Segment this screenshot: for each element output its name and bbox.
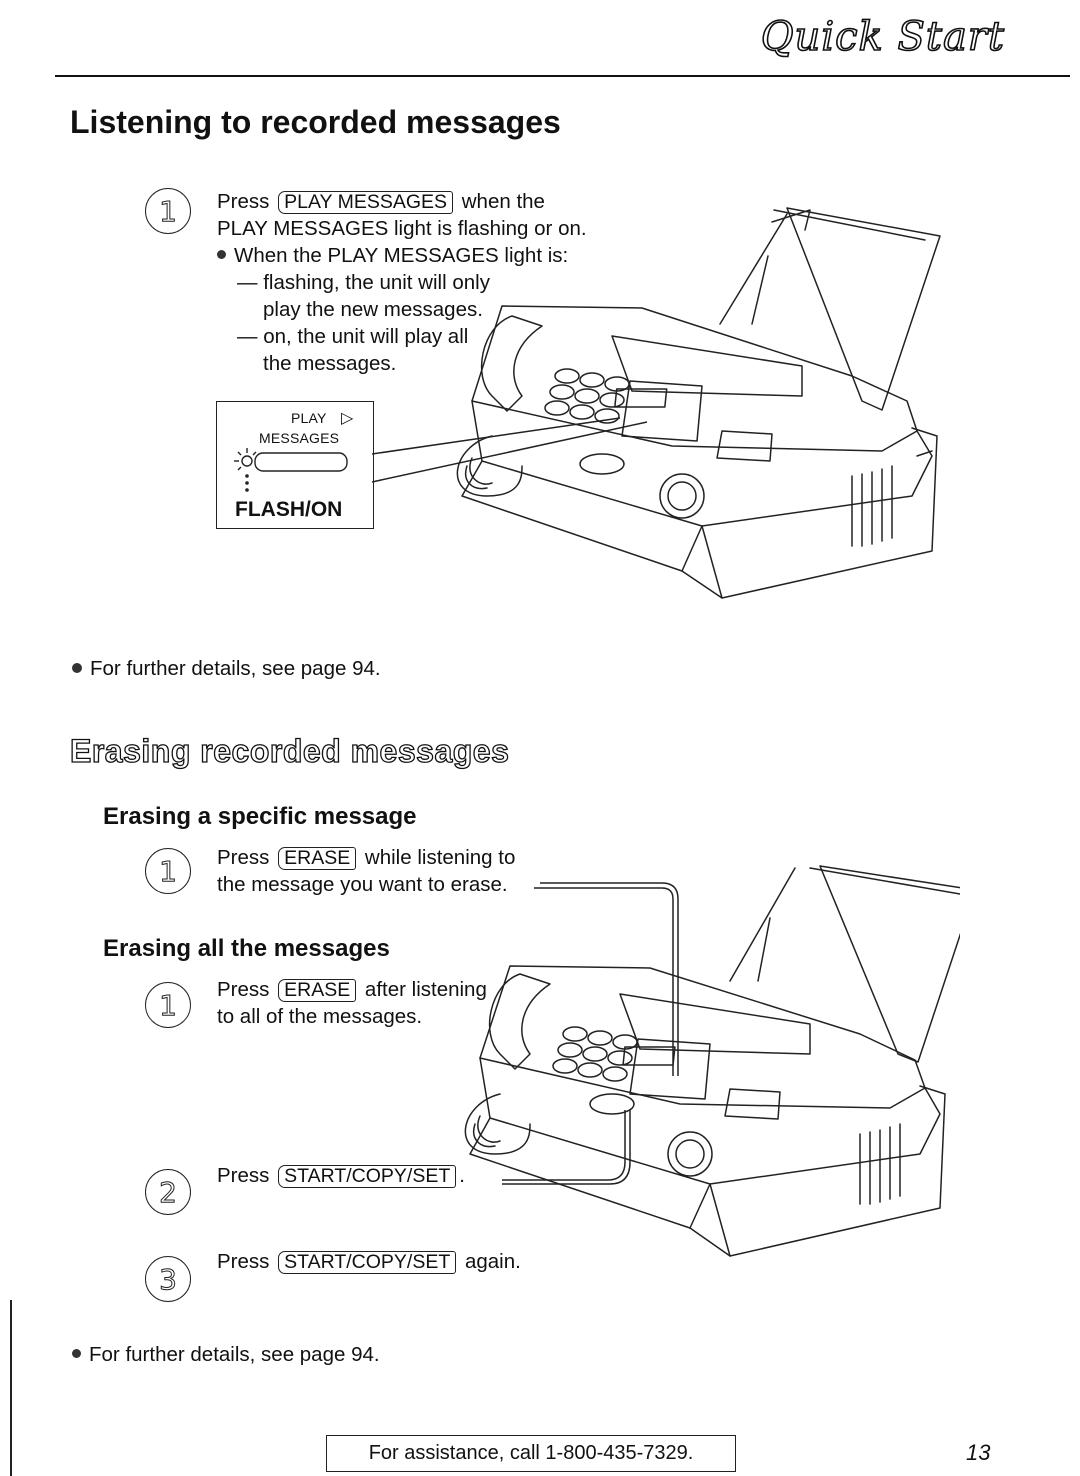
erase-all-step-3-badge: 3 bbox=[145, 1256, 191, 1302]
section-title: Quick Start bbox=[760, 13, 1005, 61]
fax-machine-illustration-bottom bbox=[440, 856, 960, 1276]
erase-all-step-2-text: Press START/COPY/SET. bbox=[217, 1164, 465, 1188]
start-copy-set-key: START/COPY/SET bbox=[278, 1165, 457, 1188]
erase-specific-instructions: Press ERASE while listening to the messa… bbox=[217, 846, 516, 896]
start-copy-set-key: START/COPY/SET bbox=[278, 1251, 457, 1274]
play-messages-key: PLAY MESSAGES bbox=[278, 191, 454, 214]
panel-flash-on-label: FLASH/ON bbox=[235, 498, 343, 521]
erase-specific-step-1-badge: 1 bbox=[145, 848, 191, 894]
erase-key: ERASE bbox=[278, 847, 357, 870]
flashing-light-icon bbox=[234, 448, 348, 492]
bullet-icon bbox=[72, 662, 82, 673]
listening-heading: Listening to recorded messages bbox=[70, 104, 561, 140]
erase-all-step-2-badge: 2 bbox=[145, 1169, 191, 1215]
panel-messages-label: MESSAGES bbox=[259, 430, 340, 446]
bullet-icon bbox=[217, 250, 226, 260]
panel-play-label: PLAY bbox=[291, 410, 327, 426]
erasing-specific-heading: Erasing a specific message bbox=[103, 803, 417, 830]
erase-all-step-3-text: Press START/COPY/SET again. bbox=[217, 1250, 521, 1274]
play-messages-panel: PLAY ▷ MESSAGES FLASH/ON bbox=[216, 401, 374, 529]
page-number: 13 bbox=[966, 1440, 991, 1465]
erasing-all-heading: Erasing all the messages bbox=[103, 935, 390, 962]
fax-machine-illustration-top bbox=[372, 196, 954, 608]
listening-instructions: Press PLAY MESSAGES when the PLAY MESSAG… bbox=[217, 190, 587, 375]
erasing-heading: Erasing recorded messages bbox=[69, 732, 510, 769]
margin-rule bbox=[10, 1300, 12, 1476]
erase-key: ERASE bbox=[278, 979, 357, 1002]
assistance-box: For assistance, call 1-800-435-7329. bbox=[326, 1435, 736, 1472]
bullet-icon bbox=[72, 1349, 81, 1359]
listening-further-details: For further details, see page 94. bbox=[72, 655, 381, 682]
step-1-badge: 1 bbox=[145, 188, 191, 234]
erasing-further-details: For further details, see page 94. bbox=[72, 1341, 380, 1368]
play-arrow-icon: ▷ bbox=[341, 410, 354, 427]
header-divider bbox=[55, 75, 1070, 77]
erase-all-step-1-text: Press ERASE after listening to all of th… bbox=[217, 978, 487, 1028]
erase-all-step-1-badge: 1 bbox=[145, 982, 191, 1028]
